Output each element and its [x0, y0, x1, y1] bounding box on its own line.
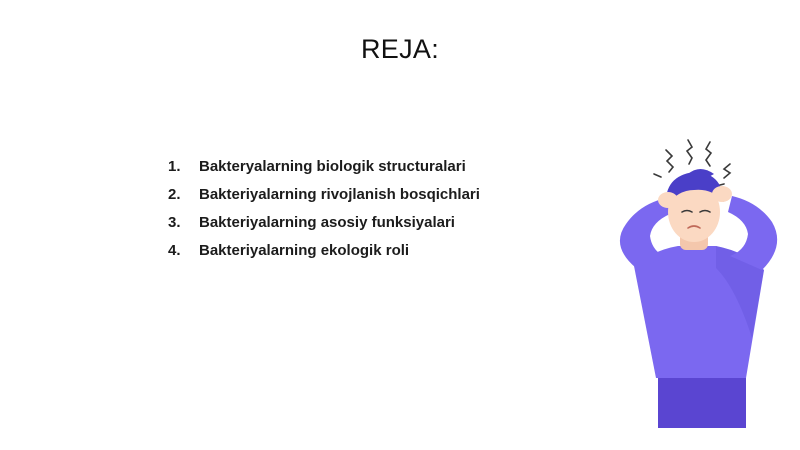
- plan-item-number: 3.: [168, 214, 181, 231]
- plan-item-number: 2.: [168, 186, 181, 203]
- plan-list: 1. Bakteryalarning biologik structuralar…: [168, 158, 480, 270]
- slide-title: REJA:: [360, 34, 440, 64]
- plan-item-1: 1. Bakteryalarning biologik structuralar…: [168, 158, 480, 186]
- plan-item-3: 3. Bakteriyalarning asosiy funksiyalari: [168, 214, 480, 242]
- plan-item-number: 1.: [168, 158, 181, 175]
- plan-item-text: Bakteryalarning biologik structuralari: [199, 158, 466, 175]
- plan-item-number: 4.: [168, 242, 181, 259]
- plan-item-text: Bakteriyalarning asosiy funksiyalari: [199, 214, 455, 231]
- plan-item-2: 2. Bakteriyalarning rivojlanish bosqichl…: [168, 186, 480, 214]
- stressed-person-illustration: [596, 128, 796, 428]
- stressed-person-icon: [619, 139, 778, 428]
- plan-item-text: Bakteriyalarning ekologik roli: [199, 242, 410, 259]
- plan-item-4: 4. Bakteriyalarning ekologik roli: [168, 242, 480, 270]
- plan-item-text: Bakteriyalarning rivojlanish bosqichlari: [199, 186, 480, 203]
